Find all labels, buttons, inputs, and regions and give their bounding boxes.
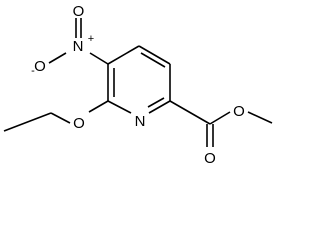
bond-c6-carbonyl-c bbox=[169, 100, 211, 125]
bond-c4-c5-inner bbox=[140, 52, 166, 68]
bond-c6-n1 bbox=[148, 100, 171, 114]
atom-nitro-o-left: O bbox=[34, 58, 46, 75]
bond-carbonyl-c-ester-o bbox=[209, 111, 231, 125]
atom-ring-n: N bbox=[135, 113, 146, 130]
bond-ch2-ch3 bbox=[3, 112, 52, 132]
atom-nitro-o-top: O bbox=[73, 3, 85, 20]
atom-nitro-n-charge: + bbox=[88, 33, 94, 45]
bond-c3-nitro-n bbox=[89, 52, 109, 65]
bond-c4-c5 bbox=[138, 45, 171, 65]
bond-c6-n1-inner bbox=[147, 97, 165, 108]
bond-c2-ether-o bbox=[88, 100, 109, 113]
bond-ester-o-methyl bbox=[247, 111, 273, 124]
atom-nitro-n: N bbox=[73, 38, 84, 55]
structure-canvas: O N + O - O N O O bbox=[3, 3, 273, 167]
atom-carbonyl-o: O bbox=[204, 150, 216, 167]
bond-ether-o-ch2 bbox=[50, 112, 71, 124]
bond-n1-c2 bbox=[107, 100, 132, 114]
bond-nitro-n-o-left bbox=[48, 52, 67, 64]
atom-ether-o: O bbox=[73, 115, 85, 132]
atom-ester-o: O bbox=[233, 103, 245, 120]
molecule-diagram: O N + O - O N O O bbox=[3, 3, 273, 167]
atom-nitro-o-left-charge: - bbox=[31, 65, 35, 77]
bond-c3-c4 bbox=[107, 45, 140, 65]
